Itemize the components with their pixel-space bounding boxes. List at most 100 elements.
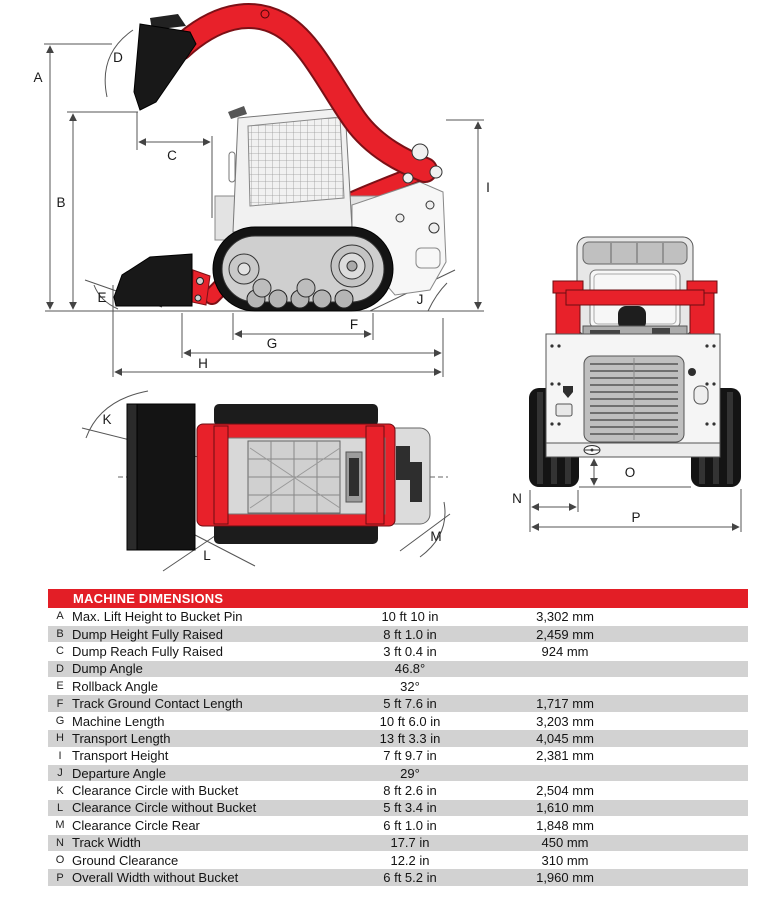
row-key: E — [56, 680, 64, 693]
row-label: Transport Length — [72, 730, 171, 746]
table-row: F Track Ground Contact Length 5 ft 7.6 in 1… — [48, 694, 749, 713]
row-metric: 2,504 mm — [536, 783, 594, 799]
row-imperial: 6 ft 1.0 in — [383, 817, 437, 833]
row-metric: 2,381 mm — [536, 748, 594, 764]
row-label: Ground Clearance — [72, 852, 179, 868]
row-metric: 1,610 mm — [536, 800, 594, 816]
table-row: A Max. Lift Height to Bucket Pin 10 ft 10 … — [48, 608, 749, 626]
row-label: Clearance Circle without Bucket — [72, 800, 257, 816]
row-label: Track Width — [72, 835, 141, 851]
table-header-row: MACHINE DIMENSIONS — [48, 589, 749, 608]
row-label: Dump Height Fully Raised — [72, 626, 224, 642]
dim-label-d: D — [113, 50, 123, 65]
row-label: Max. Lift Height to Bucket Pin — [72, 608, 243, 624]
table-row: P Overall Width without Bucket 6 ft 5.2 in… — [48, 868, 749, 887]
row-key: D — [56, 662, 64, 675]
dim-label-j: J — [417, 292, 424, 307]
row-imperial: 13 ft 3.3 in — [379, 730, 441, 746]
row-imperial: 46.8° — [394, 661, 426, 677]
table-title: MACHINE DIMENSIONS — [48, 589, 749, 608]
row-imperial: 10 ft 6.0 in — [379, 713, 441, 729]
row-label: Track Ground Contact Length — [72, 696, 243, 712]
dim-label-m: M — [430, 529, 441, 544]
row-key: L — [56, 801, 64, 814]
rear-view-diagram: N O P — [512, 236, 742, 532]
dim-label-c: C — [167, 148, 177, 163]
row-metric: 1,848 mm — [536, 817, 594, 833]
row-key: K — [56, 784, 64, 797]
table-row: E Rollback Angle 32° — [48, 677, 749, 695]
row-imperial: 10 ft 10 in — [381, 608, 439, 624]
row-metric: 3,302 mm — [536, 608, 594, 624]
row-metric — [490, 678, 640, 695]
table-row: L Clearance Circle without Bucket 5 ft 3.4… — [48, 799, 749, 817]
row-key: J — [57, 767, 63, 780]
table-row: D Dump Angle 46.8° — [48, 660, 749, 678]
table-row: G Machine Length 10 ft 6.0 in 3,203 mm — [48, 712, 749, 730]
row-metric — [490, 660, 640, 677]
table-row: M Clearance Circle Rear 6 ft 1.0 in 1,848 m… — [48, 816, 749, 835]
row-label: Dump Reach Fully Raised — [72, 643, 224, 659]
dim-label-f: F — [350, 317, 358, 332]
machine-dimensions-table: MACHINE DIMENSIONS A Max. Lift Height to … — [48, 589, 749, 887]
row-metric: 1,960 mm — [536, 870, 594, 886]
row-imperial: 7 ft 9.7 in — [383, 748, 437, 764]
row-label: Clearance Circle Rear — [72, 817, 200, 833]
row-imperial: 17.7 in — [390, 835, 430, 851]
row-imperial: 8 ft 2.6 in — [383, 783, 437, 799]
row-key: B — [56, 628, 64, 641]
row-key: N — [56, 836, 64, 849]
table-row: J Departure Angle 29° — [48, 764, 749, 782]
row-key: O — [55, 854, 65, 867]
row-label: Overall Width without Bucket — [72, 870, 239, 886]
row-metric: 1,717 mm — [536, 696, 594, 712]
dim-label-n: N — [512, 491, 522, 506]
row-imperial: 32° — [400, 678, 420, 694]
table-row: K Clearance Circle with Bucket 8 ft 2.6 in… — [48, 781, 749, 800]
dim-label-p: P — [631, 510, 640, 525]
table-row: B Dump Height Fully Raised 8 ft 1.0 in 2,45… — [48, 625, 749, 643]
row-imperial: 12.2 in — [390, 852, 430, 868]
row-label: Clearance Circle with Bucket — [72, 783, 239, 799]
dim-label-i: I — [486, 180, 490, 195]
row-key: F — [56, 697, 64, 710]
dim-label-o: O — [625, 465, 636, 480]
row-metric: 450 mm — [541, 835, 589, 851]
row-imperial: 29° — [400, 765, 420, 781]
dim-label-b: B — [56, 195, 65, 210]
row-imperial: 5 ft 7.6 in — [383, 696, 437, 712]
row-metric: 3,203 mm — [536, 713, 594, 729]
row-key: M — [55, 819, 65, 832]
row-label: Departure Angle — [72, 765, 166, 781]
row-imperial: 3 ft 0.4 in — [383, 643, 437, 659]
row-metric — [490, 765, 640, 782]
row-key: A — [56, 610, 64, 623]
row-imperial: 6 ft 5.2 in — [383, 870, 437, 886]
dimensions-table-body: A Max. Lift Height to Bucket Pin 10 ft 10 … — [48, 608, 749, 887]
row-key: C — [56, 645, 64, 658]
table-row: C Dump Reach Fully Raised 3 ft 0.4 in 924 m… — [48, 642, 749, 661]
dim-label-k: K — [102, 412, 111, 427]
row-label: Transport Height — [72, 748, 169, 764]
row-key: G — [55, 715, 65, 728]
row-label: Rollback Angle — [72, 678, 158, 694]
row-imperial: 5 ft 3.4 in — [383, 800, 437, 816]
row-metric: 4,045 mm — [536, 730, 594, 746]
row-imperial: 8 ft 1.0 in — [383, 626, 437, 642]
row-metric: 2,459 mm — [536, 626, 594, 642]
machine-dimension-diagrams: A B C D E F G H I J — [33, 3, 742, 572]
row-key: P — [56, 871, 64, 884]
row-metric: 310 mm — [541, 852, 589, 868]
row-label: Dump Angle — [72, 661, 143, 677]
row-label: Machine Length — [72, 713, 165, 729]
dim-label-e: E — [97, 290, 106, 305]
dim-label-h: H — [198, 356, 208, 371]
dim-label-l: L — [203, 548, 211, 563]
top-view-diagram: K L M — [81, 390, 451, 572]
row-metric: 924 mm — [541, 643, 589, 659]
table-row: N Track Width 17.7 in 450 mm — [48, 834, 749, 852]
row-key: H — [56, 732, 64, 745]
dim-label-a: A — [33, 70, 42, 85]
